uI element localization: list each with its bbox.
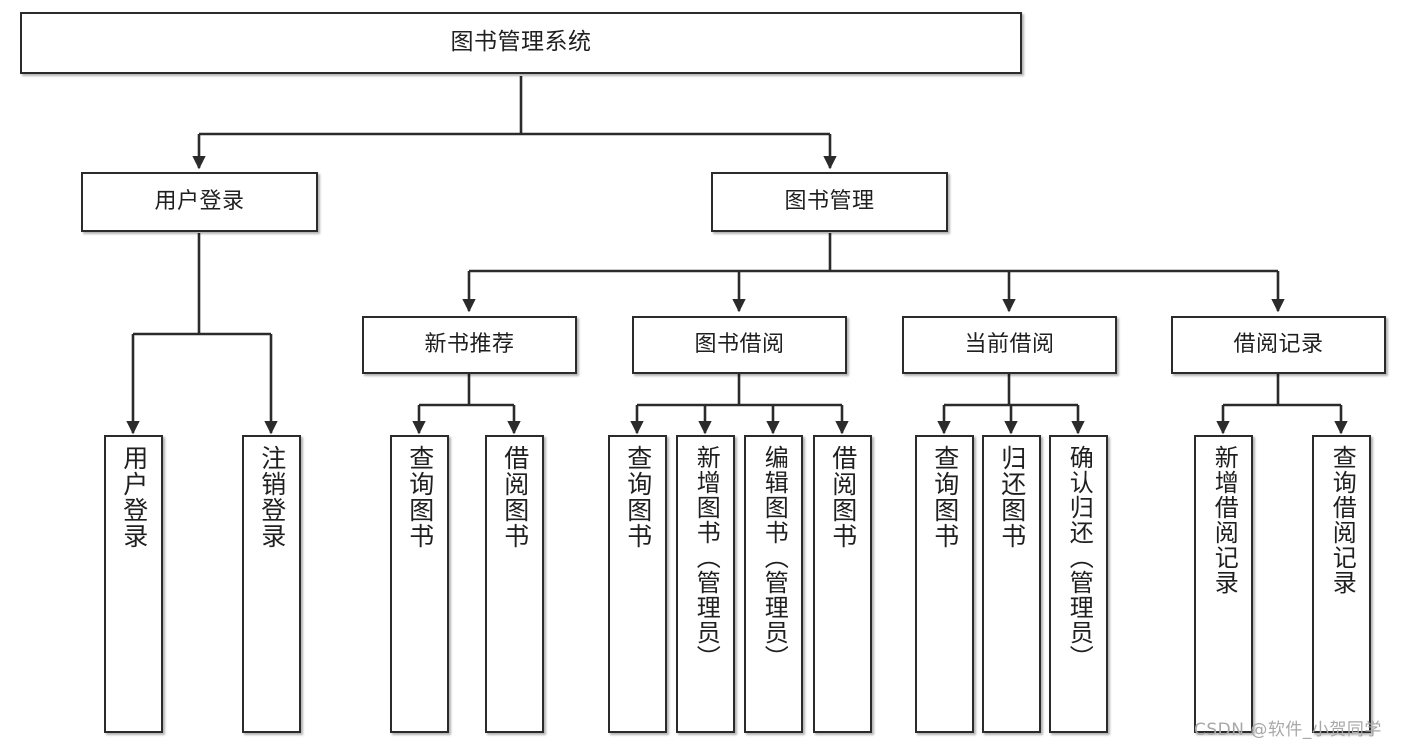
node-label: 图书管理系统 bbox=[450, 29, 592, 56]
node-label: 图书借阅 bbox=[694, 331, 785, 357]
leaf-query-book-new-book-rec[interactable]: 查询图书 bbox=[390, 435, 449, 733]
node-label: 借阅图书 bbox=[500, 445, 530, 549]
node-root-book-management-system[interactable]: 图书管理系统 bbox=[20, 12, 1022, 74]
node-label: 查询图书 bbox=[405, 445, 435, 549]
node-label: 当前借阅 bbox=[964, 331, 1055, 357]
node-label: 编辑图书（管理员） bbox=[760, 445, 789, 670]
node-label: 新增图书（管理员） bbox=[692, 445, 721, 670]
leaf-query-book-current-borrow[interactable]: 查询图书 bbox=[915, 435, 974, 733]
csdn-watermark: CSDN @软件_小贺同学 bbox=[1194, 720, 1382, 740]
node-label: 查询图书 bbox=[930, 445, 960, 549]
node-book-borrow[interactable]: 图书借阅 bbox=[632, 316, 847, 374]
node-new-book-recommendation[interactable]: 新书推荐 bbox=[362, 316, 577, 374]
node-label: 确认归还（管理员） bbox=[1065, 445, 1094, 670]
node-user-login[interactable]: 用户登录 bbox=[81, 172, 318, 232]
node-borrow-record[interactable]: 借阅记录 bbox=[1171, 316, 1386, 374]
node-label: 新书推荐 bbox=[424, 331, 515, 357]
leaf-logout[interactable]: 注销登录 bbox=[242, 435, 301, 733]
node-current-borrow[interactable]: 当前借阅 bbox=[902, 316, 1117, 374]
node-label: 用户登录 bbox=[119, 445, 149, 549]
node-label: 查询借阅记录 bbox=[1328, 445, 1357, 595]
leaf-add-book-admin[interactable]: 新增图书（管理员） bbox=[676, 435, 735, 733]
leaf-query-borrow-record[interactable]: 查询借阅记录 bbox=[1312, 435, 1371, 733]
leaf-return-book[interactable]: 归还图书 bbox=[982, 435, 1041, 733]
node-label: 借阅记录 bbox=[1233, 331, 1324, 357]
node-label: 查询图书 bbox=[623, 445, 653, 549]
node-label: 用户登录 bbox=[154, 188, 245, 214]
leaf-confirm-return-admin[interactable]: 确认归还（管理员） bbox=[1049, 435, 1108, 733]
leaf-borrow-book-book-borrow[interactable]: 借阅图书 bbox=[813, 435, 872, 733]
leaf-edit-book-admin[interactable]: 编辑图书（管理员） bbox=[744, 435, 803, 733]
node-label: 注销登录 bbox=[257, 445, 287, 549]
leaf-query-book-book-borrow[interactable]: 查询图书 bbox=[608, 435, 667, 733]
leaf-borrow-book-new-book-rec[interactable]: 借阅图书 bbox=[485, 435, 544, 733]
node-book-management[interactable]: 图书管理 bbox=[711, 172, 948, 232]
leaf-add-borrow-record[interactable]: 新增借阅记录 bbox=[1194, 435, 1253, 733]
node-label: 图书管理 bbox=[784, 188, 875, 214]
node-label: 归还图书 bbox=[997, 445, 1027, 549]
node-label: 借阅图书 bbox=[828, 445, 858, 549]
node-label: 新增借阅记录 bbox=[1210, 445, 1239, 595]
leaf-user-login[interactable]: 用户登录 bbox=[104, 435, 163, 733]
